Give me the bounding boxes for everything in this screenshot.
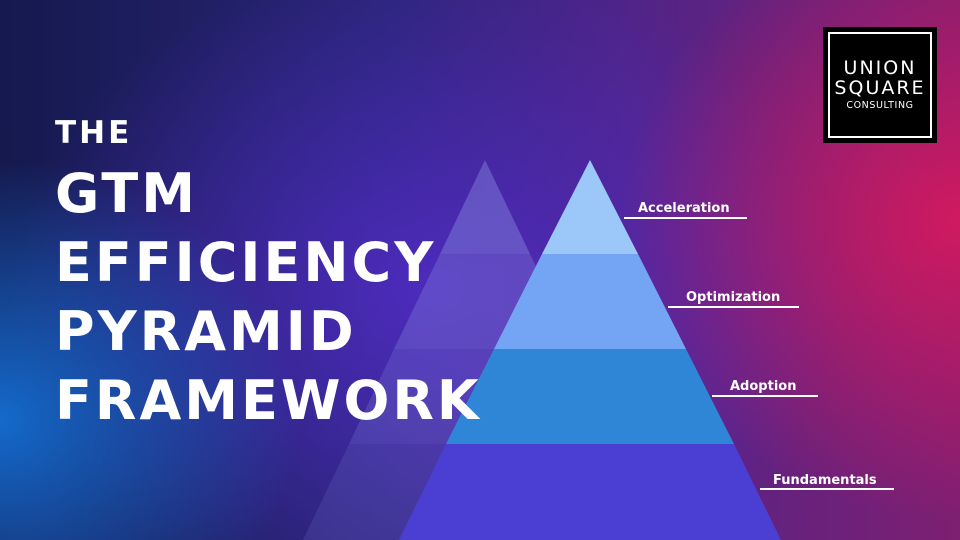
tier-label-underline (760, 488, 894, 490)
tier-label-optimization: Optimization (686, 290, 781, 305)
pyramid-tier-acceleration (542, 160, 638, 254)
tier-label-underline (668, 306, 799, 308)
pyramid-tier-adoption (446, 349, 734, 444)
tier-label-fundamentals: Fundamentals (773, 473, 877, 488)
tier-label-acceleration: Acceleration (638, 201, 730, 216)
logo-word: CONSULTING (846, 99, 914, 111)
union-square-consulting-logo: UNION SQUARE CONSULTING (823, 27, 937, 143)
title-line: FRAMEWORK (55, 369, 482, 432)
title-line: EFFICIENCY (55, 231, 437, 294)
pyramid-tier-fundamentals (399, 444, 781, 540)
tier-label-adoption: Adoption (730, 379, 797, 394)
title-prefix: THE (55, 115, 133, 151)
logo-word: UNION (843, 57, 917, 80)
logo-word: SQUARE (834, 77, 926, 100)
title-line: PYRAMID (55, 300, 357, 363)
ghost-pyramid-tier-1 (440, 160, 530, 254)
pyramid-tier-optimization (494, 254, 686, 349)
logo-frame: UNION SQUARE CONSULTING (828, 32, 932, 138)
tier-label-underline (712, 395, 818, 397)
title-line: GTM (55, 162, 198, 225)
tier-label-underline (624, 217, 747, 219)
